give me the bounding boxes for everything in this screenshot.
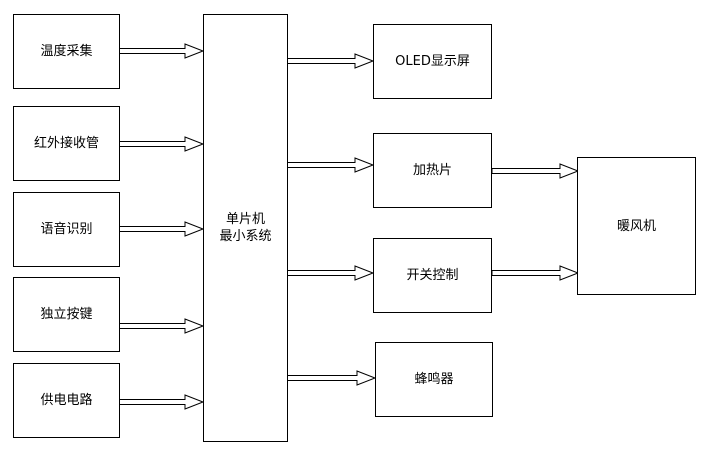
arrow-power-to-mcu [118, 394, 205, 410]
arrow-mcu-to-buzzer [286, 370, 377, 386]
oled-display-label: OLED显示屏 [395, 54, 470, 69]
arrow-mcu-to-heater [286, 157, 375, 173]
switch-control-label: 开关控制 [406, 268, 459, 283]
arrow-mcu-to-oled [286, 53, 375, 69]
arrow-key-to-mcu [118, 318, 205, 334]
mcu-label-line2: 最小系统 [219, 229, 272, 244]
fan-heater-box: 暖风机 [577, 157, 696, 295]
arrow-ir-to-mcu [118, 136, 205, 152]
arrow-voice-to-mcu [118, 221, 205, 237]
mcu-label-line1: 单片机 [225, 212, 265, 227]
ir-receiver-label: 红外接收管 [33, 136, 99, 151]
power-supply-label: 供电电路 [40, 393, 93, 408]
switch-control-box: 开关控制 [373, 238, 492, 313]
arrow-temp-to-mcu [118, 43, 205, 59]
key-box: 独立按键 [13, 277, 120, 352]
heater-label: 加热片 [412, 163, 452, 178]
buzzer-label: 蜂鸣器 [414, 372, 454, 387]
temp-sensor-label: 温度采集 [40, 44, 93, 59]
key-label: 独立按键 [40, 307, 93, 322]
ir-receiver-box: 红外接收管 [13, 106, 120, 181]
arrow-mcu-to-switch [286, 265, 375, 281]
fan-heater-label: 暖风机 [616, 218, 656, 234]
mcu-box: 单片机 最小系统 [203, 14, 288, 442]
power-supply-box: 供电电路 [13, 363, 120, 438]
voice-recognition-box: 语音识别 [13, 192, 120, 267]
heater-box: 加热片 [373, 133, 492, 208]
oled-display-box: OLED显示屏 [373, 24, 492, 99]
voice-recognition-label: 语音识别 [40, 222, 93, 237]
arrow-heater-to-fan [491, 163, 580, 179]
arrow-switch-to-fan [491, 265, 580, 281]
buzzer-box: 蜂鸣器 [375, 342, 493, 417]
temp-sensor-box: 温度采集 [13, 14, 120, 89]
